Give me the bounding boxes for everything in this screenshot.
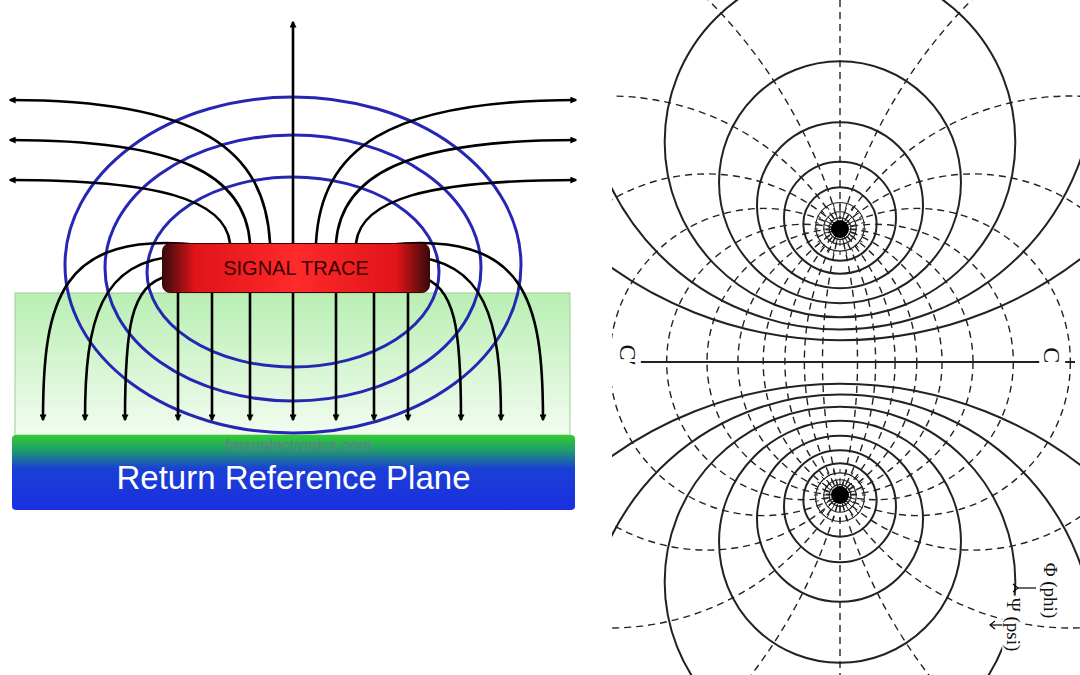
- equipotential-line: [612, 0, 1080, 329]
- function-label: Ψ (psi): [1002, 596, 1023, 654]
- flux-line: [827, 504, 835, 518]
- watermark: fresuelectronics.com: [223, 437, 374, 455]
- line-charge: [831, 486, 849, 504]
- flux-line: [833, 505, 837, 520]
- flux-line: [815, 232, 830, 236]
- flux-line: [849, 234, 863, 242]
- flux-line: [833, 204, 837, 219]
- flux-line: [850, 488, 865, 492]
- flux-line: [822, 236, 833, 247]
- flux-line: [814, 495, 830, 496]
- flux-line: [839, 0, 840, 219]
- flux-line: [815, 488, 830, 492]
- flux-line: [833, 239, 837, 254]
- flux-line: [822, 477, 833, 488]
- axis-label: C: [1039, 345, 1065, 365]
- flux-line: [849, 482, 863, 490]
- flux-line: [850, 232, 865, 236]
- flux-line: [817, 500, 831, 508]
- flux-line: [840, 203, 841, 219]
- equipotential-line: [757, 436, 923, 602]
- flux-line: [843, 470, 847, 485]
- flux-line: [850, 229, 866, 230]
- flux-line: [815, 498, 830, 502]
- flux-line: [845, 504, 853, 518]
- two-charge-field-plot: [612, 0, 1080, 675]
- node-label: Return Reference Plane: [116, 459, 470, 497]
- flux-line: [845, 206, 853, 220]
- equipotential-line: [665, 0, 1016, 317]
- flux-line: [815, 222, 830, 226]
- function-label: Φ (phi): [1039, 561, 1060, 621]
- flux-line: [822, 0, 1080, 675]
- flux-line: [847, 236, 858, 247]
- electric-field-lines: [10, 22, 576, 420]
- flux-line: [817, 482, 831, 490]
- flux-line: [847, 477, 858, 488]
- flux-line: [817, 216, 831, 224]
- flux-line: [850, 498, 865, 502]
- flux-line: [845, 238, 853, 252]
- equipotential-line: [612, 384, 1080, 675]
- equipotential-line: [612, 395, 1080, 675]
- flux-line: [840, 469, 841, 485]
- flux-line: [822, 502, 833, 513]
- flux-line: [827, 472, 835, 486]
- flux-line: [847, 502, 858, 513]
- signal-trace: SIGNAL TRACE: [162, 243, 430, 293]
- flux-line: [827, 238, 835, 252]
- flux-line: [849, 500, 863, 508]
- flux-line: [833, 470, 837, 485]
- flux-line: [843, 239, 847, 254]
- equipotential-line: [612, 0, 1080, 340]
- flux-line: [822, 211, 833, 222]
- flux-line: [612, 0, 858, 675]
- equipotential-line: [665, 407, 1016, 675]
- flux-line: [817, 234, 831, 242]
- flux-line: [843, 505, 847, 520]
- flux-line: [827, 206, 835, 220]
- flux-line: [840, 239, 841, 255]
- flux-line: [850, 222, 865, 226]
- axis-label: C′: [614, 343, 640, 368]
- flux-line: [850, 495, 866, 496]
- flux-line: [840, 505, 841, 521]
- flux-line: [843, 204, 847, 219]
- line-charge: [831, 220, 849, 238]
- center-line: [616, 361, 1075, 363]
- flux-line: [845, 472, 853, 486]
- flux-line: [849, 216, 863, 224]
- equipotential-line: [784, 162, 896, 274]
- flux-line: [847, 211, 858, 222]
- flux-line: [814, 229, 830, 230]
- flux-line: [839, 505, 840, 675]
- node-label: SIGNAL TRACE: [223, 257, 369, 280]
